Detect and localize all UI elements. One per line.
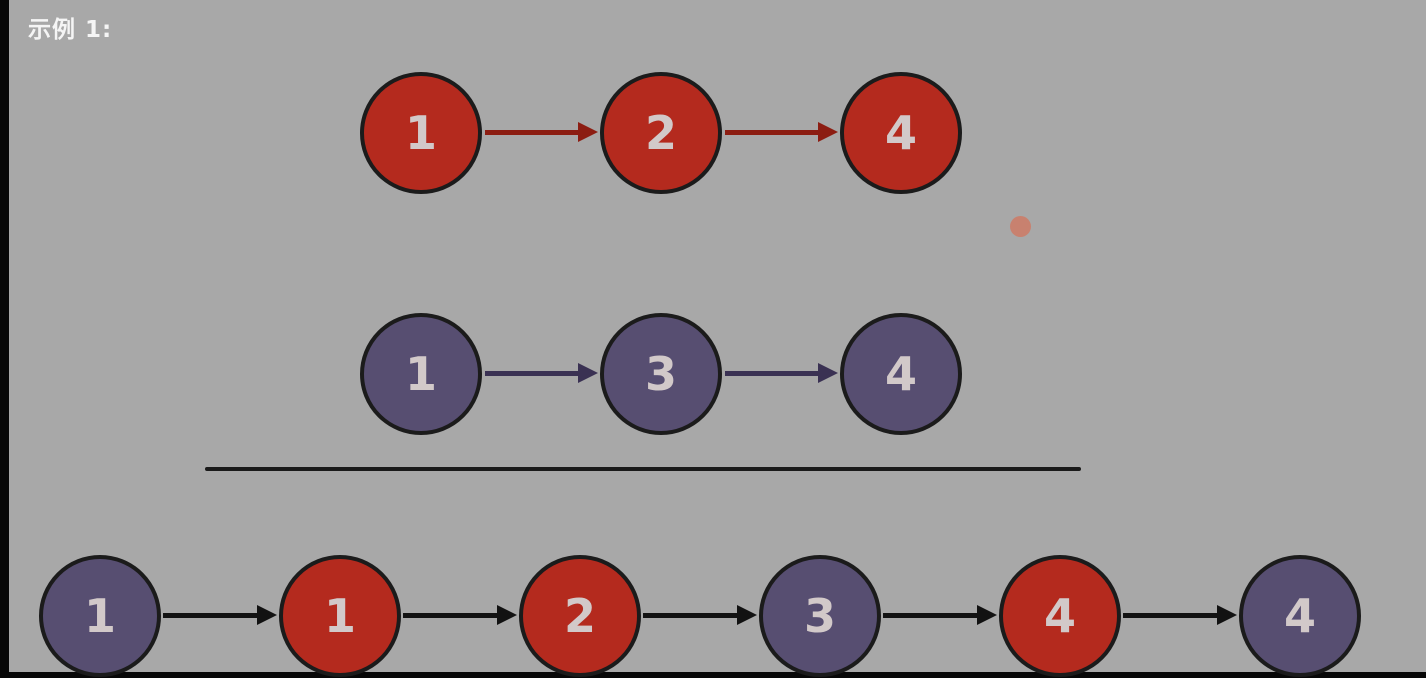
- example-title: 示例 1:: [28, 17, 113, 43]
- arrow-icon: [643, 605, 757, 626]
- merged-node: 1: [279, 555, 401, 677]
- list1-node: 2: [600, 72, 722, 194]
- bottom-border: [0, 672, 1426, 678]
- merged-node: 3: [759, 555, 881, 677]
- arrow-icon: [485, 122, 598, 143]
- list1-node: 1: [360, 72, 482, 194]
- arrow-icon: [403, 605, 517, 626]
- list1-node: 4: [840, 72, 962, 194]
- merged-node: 1: [39, 555, 161, 677]
- merged-node: 4: [1239, 555, 1361, 677]
- arrow-icon: [485, 363, 598, 384]
- marker-dot: [1010, 216, 1031, 237]
- merged-node: 2: [519, 555, 641, 677]
- arrow-icon: [883, 605, 997, 626]
- arrow-icon: [725, 122, 838, 143]
- list2-node: 4: [840, 313, 962, 435]
- arrow-icon: [163, 605, 277, 626]
- arrow-icon: [1123, 605, 1237, 626]
- list2-node: 3: [600, 313, 722, 435]
- divider-line: [205, 467, 1081, 471]
- merged-node: 4: [999, 555, 1121, 677]
- arrow-icon: [725, 363, 838, 384]
- list2-node: 1: [360, 313, 482, 435]
- left-border: [0, 0, 9, 678]
